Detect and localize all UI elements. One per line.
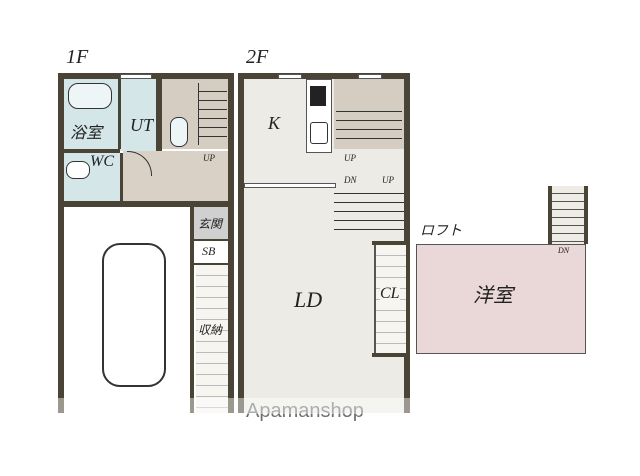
floor-plan-2f: K UP DN UP CL LD (238, 73, 410, 413)
wall (120, 153, 123, 203)
sink-icon (310, 122, 328, 144)
bathroom: 浴室 (64, 79, 118, 149)
wall (228, 73, 234, 413)
bathtub-icon (68, 83, 112, 109)
floor-plan-1f: 浴室 UT WC UP 玄関 SB 収納 (58, 73, 234, 413)
stairs-dn-label: DN (344, 175, 357, 185)
wall (372, 241, 410, 245)
floor-label-1f: 1F (66, 46, 89, 68)
wall (238, 73, 244, 413)
shoe-box: SB (194, 239, 228, 265)
car-icon (102, 243, 166, 387)
stairs-up-label: UP (344, 153, 356, 163)
stairs-up-label-2: UP (382, 175, 394, 185)
floor-label-2f: 2F (246, 46, 269, 68)
stairwell (334, 79, 404, 149)
garage (64, 207, 190, 413)
door-swing (127, 151, 152, 176)
entrance: 玄関 (194, 207, 228, 239)
storage: 収納 (196, 265, 228, 413)
room-label-ut: UT (130, 115, 154, 135)
loft-label: ロフト (420, 224, 462, 239)
floor-plan-loft: 洋室 DN (414, 186, 588, 356)
wall (156, 79, 162, 151)
toilet-icon (66, 161, 90, 179)
wall (190, 207, 194, 413)
window (278, 74, 302, 79)
stairs (198, 83, 227, 145)
room-label-ld: LD (294, 287, 323, 312)
stairs-dn-label: DN (558, 246, 570, 255)
watermark-fade (58, 398, 418, 414)
room-label-wc: WC (90, 153, 114, 170)
room-label-bath: 浴室 (70, 125, 103, 142)
room-label-entrance: 玄関 (198, 217, 223, 231)
window (120, 74, 152, 79)
stairs (336, 103, 402, 147)
wall (58, 201, 234, 207)
wall (58, 73, 64, 413)
window (358, 74, 382, 79)
wall (238, 73, 410, 79)
room-label-sb: SB (202, 244, 216, 258)
partition (244, 183, 336, 188)
room-label-cl: CL (380, 285, 400, 303)
stairs-up-label: UP (203, 153, 215, 163)
wall (64, 149, 120, 153)
utility-room: UT (120, 79, 158, 151)
closet: CL (374, 245, 406, 353)
wall (372, 353, 410, 357)
watermark: Apamanshop (246, 400, 364, 422)
stairwell (158, 79, 228, 149)
toilet-room: WC (64, 153, 120, 203)
room-label-western: 洋室 (473, 285, 513, 307)
ladder-stairs (548, 186, 588, 244)
room-label-kitchen: K (268, 113, 281, 133)
stove-icon (310, 86, 326, 106)
western-room: 洋室 (416, 244, 586, 354)
stairs (334, 185, 404, 237)
wall (118, 79, 121, 149)
hallway: UP (123, 151, 228, 203)
washbasin-icon (170, 117, 188, 147)
kitchen-counter (306, 79, 332, 153)
room-label-storage: 収納 (198, 321, 223, 338)
